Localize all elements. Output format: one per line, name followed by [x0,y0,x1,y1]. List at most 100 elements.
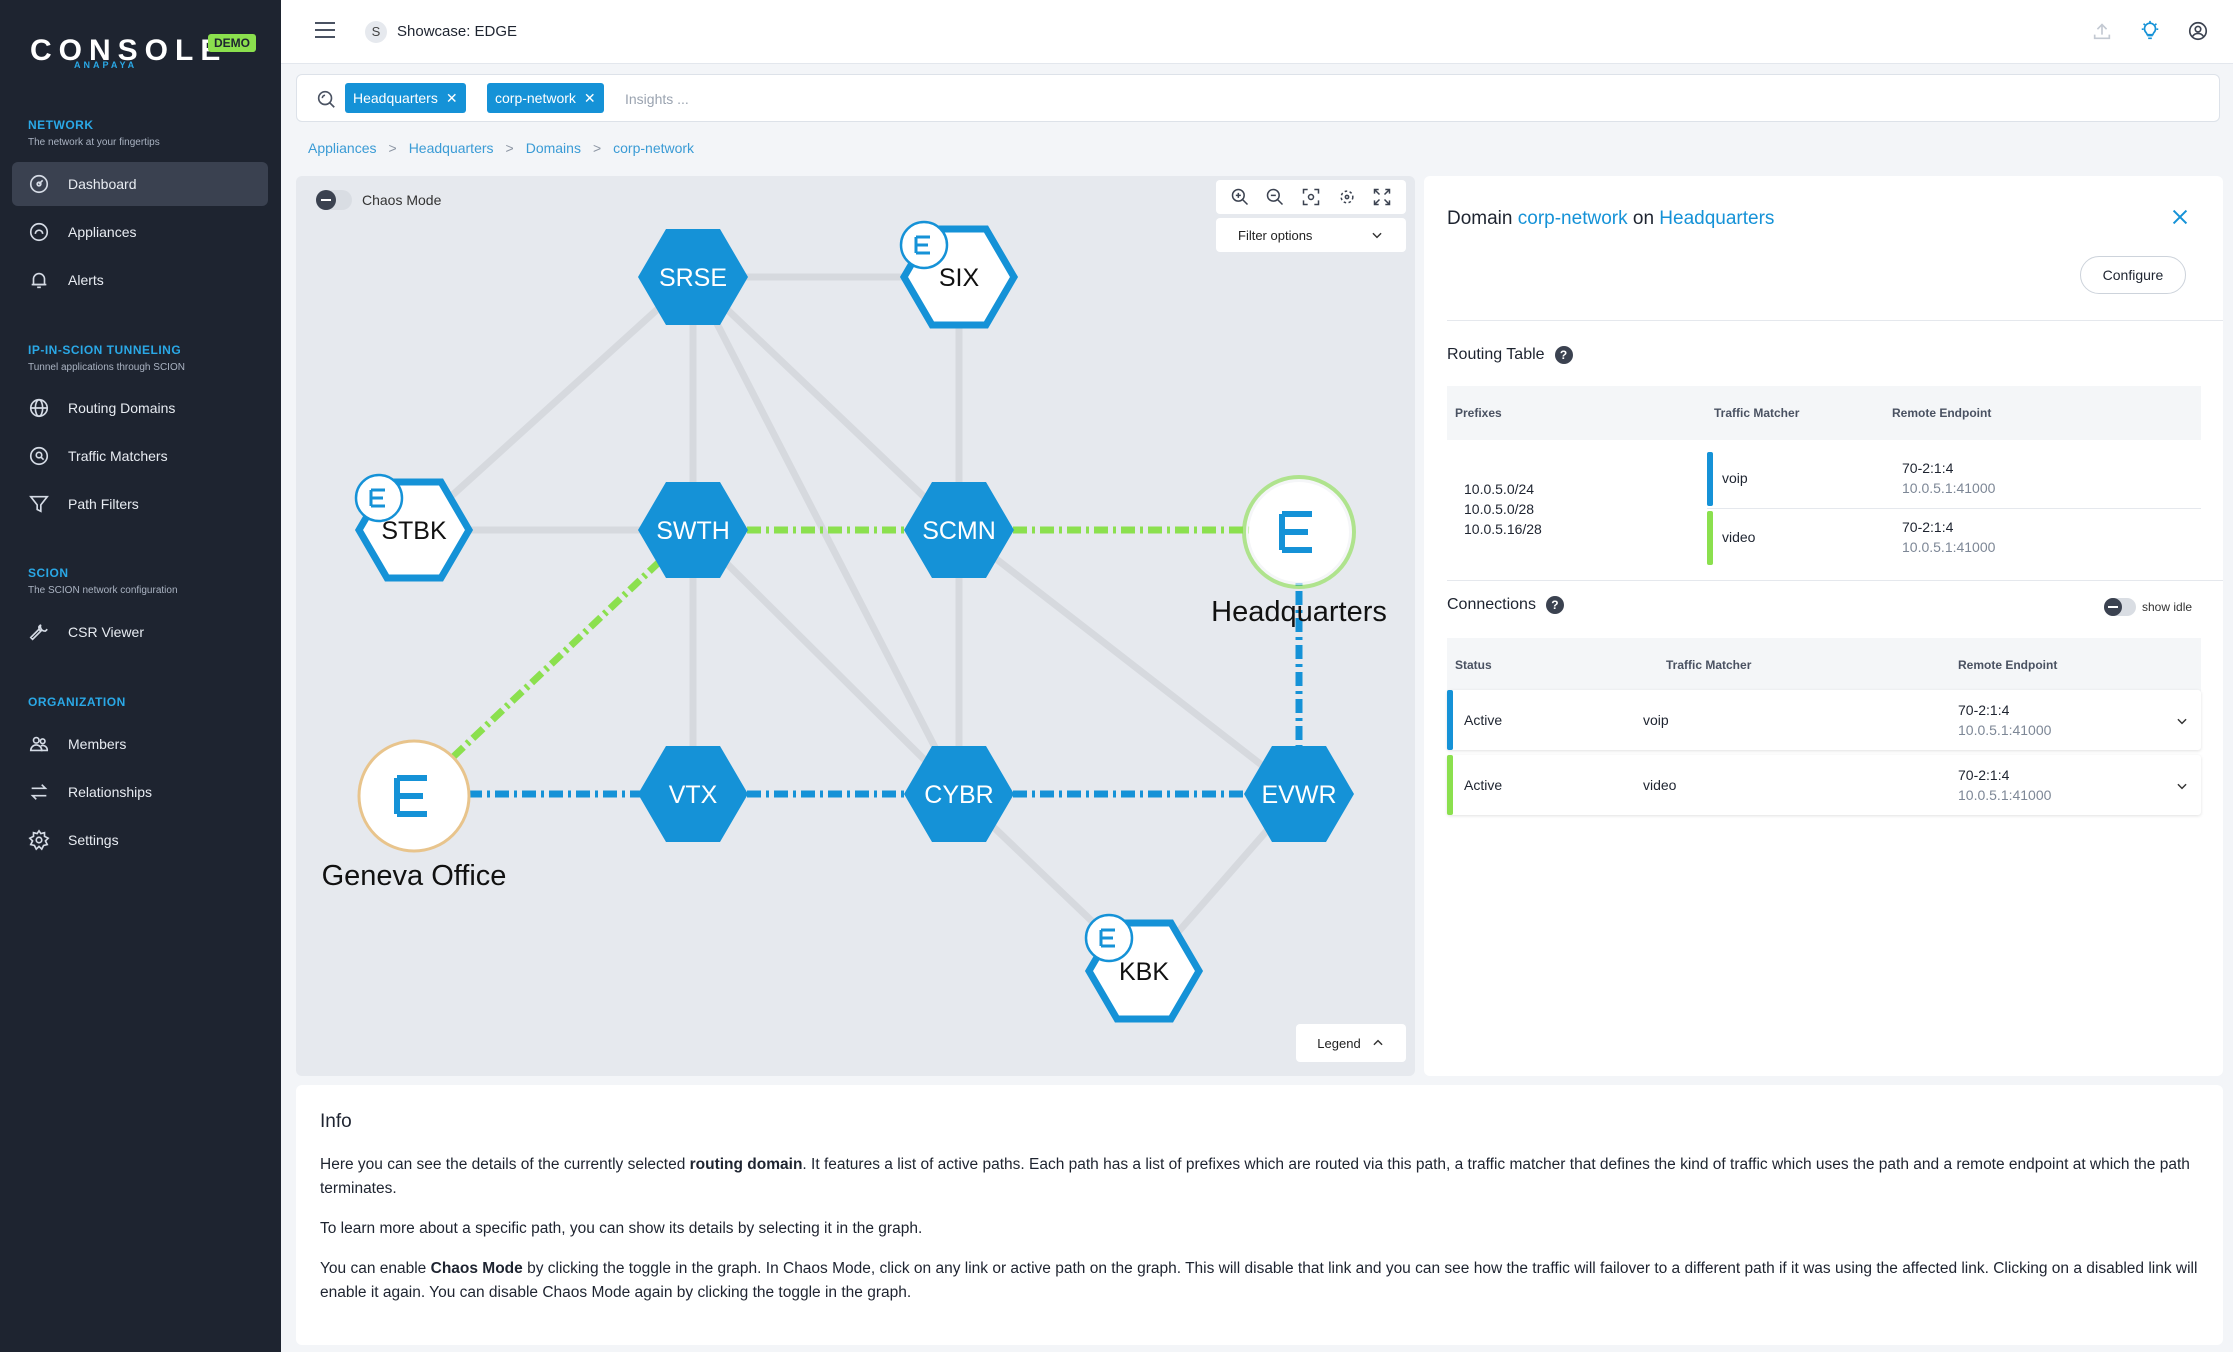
search-icon[interactable] [315,88,337,110]
lightbulb-icon[interactable] [2137,18,2163,44]
filter-chip-site[interactable]: Headquarters ✕ [345,83,466,113]
appliance-badge-icon [1084,913,1134,963]
link-swth-cybr[interactable] [690,527,962,797]
close-icon[interactable]: ✕ [583,89,596,106]
chevron-down-icon[interactable] [2175,779,2189,793]
legend-label: Legend [1317,1035,1361,1051]
show-idle-toggle[interactable]: show idle [2104,598,2192,616]
zoom-out-icon[interactable] [1265,187,1285,207]
chaos-mode-toggle[interactable]: Chaos Mode [316,190,441,210]
connection-row[interactable]: Active video 70-2:1:4 10.0.5.1:41000 [1447,755,2201,815]
route-endpoint-address: 10.0.5.1:41000 [1902,539,1996,555]
search-icon [28,445,50,467]
node-geneva-office[interactable]: Geneva Office [322,739,507,892]
breadcrumb-separator: > [505,140,514,156]
node-label: EVWR [1262,781,1337,809]
search-input[interactable] [625,87,1225,111]
sidebar-item-routing-domains[interactable]: Routing Domains [12,386,268,430]
breadcrumb-headquarters[interactable]: Headquarters [408,140,494,156]
sidebar-item-csr-viewer[interactable]: CSR Viewer [12,610,268,654]
sidebar-item-label: CSR Viewer [68,624,144,640]
info-panel: Info Here you can see the details of the… [296,1085,2223,1345]
node-headquarters[interactable]: Headquarters [1211,475,1387,628]
node-evwr[interactable]: EVWR [1244,746,1354,842]
node-label: SRSE [659,264,727,292]
node-srse[interactable]: SRSE [638,229,748,325]
link-scmn-evwr[interactable] [956,527,1302,797]
connections-table-header: Status Traffic Matcher Remote Endpoint [1447,638,2201,692]
link-geneva-swth[interactable] [411,527,696,797]
show-idle-label: show idle [2142,600,2193,614]
prefix: 10.0.5.0/28 [1464,501,1535,517]
help-icon[interactable]: ? [1554,346,1573,364]
close-icon[interactable] [2169,206,2191,228]
sidebar-item-dashboard[interactable]: Dashboard [12,162,268,206]
node-label: SIX [939,264,980,292]
node-cybr[interactable]: CYBR [904,746,1014,842]
sidebar-item-label: Dashboard [68,176,137,192]
fit-view-icon[interactable] [1301,187,1321,207]
menu-icon[interactable] [315,22,335,38]
fullscreen-icon[interactable] [1372,187,1392,207]
column-header: Remote Endpoint [1892,406,1992,420]
connection-status: Active [1464,777,1503,793]
node-stbk[interactable]: STBK [354,473,474,582]
legend-button[interactable]: Legend [1296,1024,1406,1062]
filter-chip-domain[interactable]: corp-network ✕ [487,83,604,113]
filter-options-dropdown[interactable]: Filter options [1216,218,1406,252]
sidebar-item-appliances[interactable]: Appliances [12,210,268,254]
path-video[interactable] [411,526,1299,797]
sidebar-item-path-filters[interactable]: Path Filters [12,482,268,526]
breadcrumb-domains[interactable]: Domains [525,140,581,156]
site-link[interactable]: Headquarters [1659,208,1775,229]
node-kbk[interactable]: KBK [1084,913,1204,1023]
section-scion-title: SCION [28,566,69,580]
path-voip[interactable] [414,530,1303,798]
connection-color-bar [1447,690,1453,750]
chevron-down-icon[interactable] [2175,714,2189,728]
account-icon[interactable] [2185,18,2211,44]
connection-endpoint: 70-2:1:4 [1958,767,2010,783]
link-srse-scmn[interactable] [690,274,962,533]
sidebar-item-label: Settings [68,832,119,848]
node-label: SWTH [656,517,730,545]
configure-button[interactable]: Configure [2080,256,2186,294]
breadcrumb-domain[interactable]: corp-network [613,140,695,156]
node-vtx[interactable]: VTX [638,746,748,842]
sidebar-item-members[interactable]: Members [12,722,268,766]
breadcrumb-appliances[interactable]: Appliances [308,140,377,156]
node-label: VTX [669,781,718,809]
info-text-bold: routing domain [689,1156,803,1173]
sidebar-item-traffic-matchers[interactable]: Traffic Matchers [12,434,268,478]
connection-row[interactable]: Active voip 70-2:1:4 10.0.5.1:41000 [1447,690,2201,750]
info-paragraph: You can enable Chaos Mode by clicking th… [320,1257,2200,1305]
upload-icon[interactable] [2089,18,2115,44]
toggle-switch[interactable] [2104,598,2136,616]
node-label: Headquarters [1211,596,1387,628]
toggle-switch[interactable] [316,190,352,210]
link-srse-stbk[interactable] [411,274,696,533]
close-icon[interactable]: ✕ [445,89,458,106]
node-scmn[interactable]: SCMN [904,482,1014,578]
node-swth[interactable]: SWTH [638,482,748,578]
sidebar-item-alerts[interactable]: Alerts [12,258,268,302]
help-icon[interactable]: ? [1545,596,1564,614]
zoom-toolbar [1216,180,1406,214]
title-prefix: Domain [1447,208,1513,229]
domain-link[interactable]: corp-network [1517,208,1628,229]
demo-badge: DEMO [208,34,256,52]
graph-canvas[interactable]: SRSE SWTH SCMN VTX CYBR EVWR [296,176,1415,1076]
workspace-avatar[interactable]: S [365,21,387,43]
zoom-in-icon[interactable] [1230,187,1250,207]
node-label: SCMN [922,517,996,545]
link-srse-cybr[interactable] [689,275,963,796]
workspace-title[interactable]: Showcase: EDGE [397,23,518,40]
sidebar-item-relationships[interactable]: Relationships [12,770,268,814]
info-paragraph: Here you can see the details of the curr… [320,1153,2200,1201]
breadcrumb-separator: > [388,140,397,156]
node-label: STBK [381,517,447,545]
center-view-icon[interactable] [1337,187,1357,207]
console-logo[interactable]: CONSOLE ANAPAYA DEMO [30,30,270,74]
sidebar-item-settings[interactable]: Settings [12,818,268,862]
node-six[interactable]: SIX [899,220,1019,329]
